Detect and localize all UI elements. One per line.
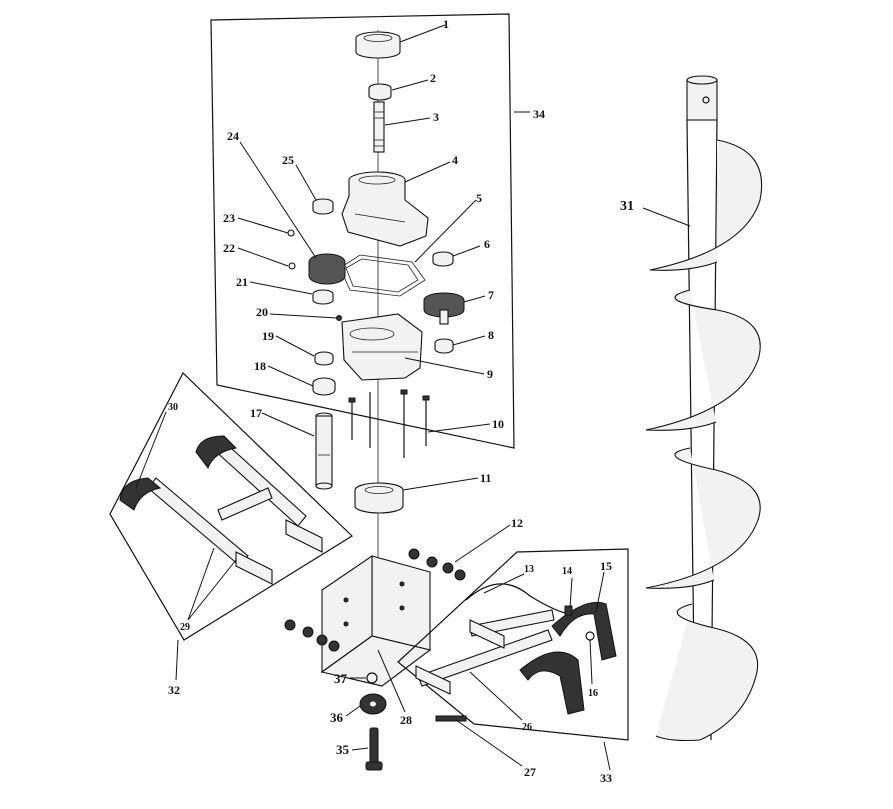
right-handle-frame — [397, 548, 629, 741]
callout-15: 15 — [600, 559, 612, 573]
auger-assembly — [645, 75, 763, 742]
callout-23: 23 — [223, 211, 235, 225]
callout-11: 11 — [480, 471, 491, 485]
callout-14: 14 — [562, 566, 572, 577]
callout-10: 10 — [492, 417, 504, 431]
callout-31: 31 — [620, 199, 634, 214]
part-top-bearing — [368, 83, 392, 101]
callout-25: 25 — [282, 153, 294, 167]
callout-36: 36 — [330, 710, 344, 725]
callout-2: 2 — [430, 71, 436, 85]
callout-22: 22 — [223, 241, 235, 255]
callout-18: 18 — [254, 359, 266, 373]
gearbox-frame — [210, 13, 515, 449]
callout-7: 7 — [488, 288, 494, 302]
auger-flight-2 — [645, 289, 761, 431]
part-bearing-25 — [312, 198, 334, 215]
part-output-shaft — [315, 412, 333, 490]
part-washer-36 — [359, 693, 387, 715]
gearbox-assembly — [210, 13, 515, 610]
callout-35: 35 — [336, 742, 350, 757]
part-driven-gear — [423, 292, 465, 325]
part-bearing-6 — [432, 251, 454, 267]
callout-12: 12 — [511, 516, 523, 530]
part-upper-housing — [341, 171, 429, 247]
part-bearing-19 — [314, 351, 334, 366]
right-handle-assembly — [397, 548, 629, 741]
auger-flight-1 — [649, 139, 763, 271]
callout-4: 4 — [452, 153, 458, 167]
callout-3: 3 — [433, 110, 439, 124]
callout-27: 27 — [524, 765, 536, 779]
part-drive-gear — [308, 253, 346, 285]
part-nuts-bolts — [284, 548, 466, 652]
part-lower-ring — [354, 482, 404, 514]
part-bolt-35 — [365, 727, 383, 771]
callout-numbers: 1 2 3 4 5 6 7 8 9 10 11 12 13 14 15 16 1… — [168, 17, 634, 785]
callout-16: 16 — [588, 688, 598, 699]
callout-28: 28 — [400, 713, 412, 727]
callout-19: 19 — [262, 329, 274, 343]
part-gasket — [339, 254, 426, 297]
auger-coupling — [686, 79, 718, 121]
part-washer-37 — [366, 672, 378, 684]
leader-lines — [135, 24, 691, 771]
callout-34: 34 — [533, 107, 545, 121]
callout-37: 37 — [334, 671, 348, 686]
part-lower-housing — [341, 313, 423, 381]
callout-8: 8 — [488, 328, 494, 342]
callout-21: 21 — [236, 275, 248, 289]
part-long-bolts — [348, 389, 430, 458]
part-bearing-21 — [312, 289, 334, 305]
callout-9: 9 — [487, 367, 493, 381]
left-handle-assembly — [109, 372, 353, 641]
callout-26: 26 — [522, 722, 532, 733]
callout-13: 13 — [524, 564, 534, 575]
callout-20: 20 — [256, 305, 268, 319]
callout-32: 32 — [168, 683, 180, 697]
part-mounting-bracket — [320, 554, 432, 687]
part-input-shaft — [373, 101, 385, 153]
callout-24: 24 — [227, 129, 239, 143]
auger-flight-3 — [645, 447, 761, 589]
part-bearing-18 — [312, 377, 336, 396]
left-handle-frame — [109, 372, 353, 641]
callout-17: 17 — [250, 406, 262, 420]
callout-30: 30 — [168, 402, 178, 413]
auger-flight-4 — [655, 603, 759, 742]
part-bearing-8 — [434, 338, 454, 354]
callout-1: 1 — [443, 17, 449, 31]
callout-5: 5 — [476, 191, 482, 205]
callout-29: 29 — [180, 622, 190, 633]
callout-33: 33 — [600, 771, 612, 785]
callout-6: 6 — [484, 237, 490, 251]
part-cap-ring — [355, 31, 401, 59]
